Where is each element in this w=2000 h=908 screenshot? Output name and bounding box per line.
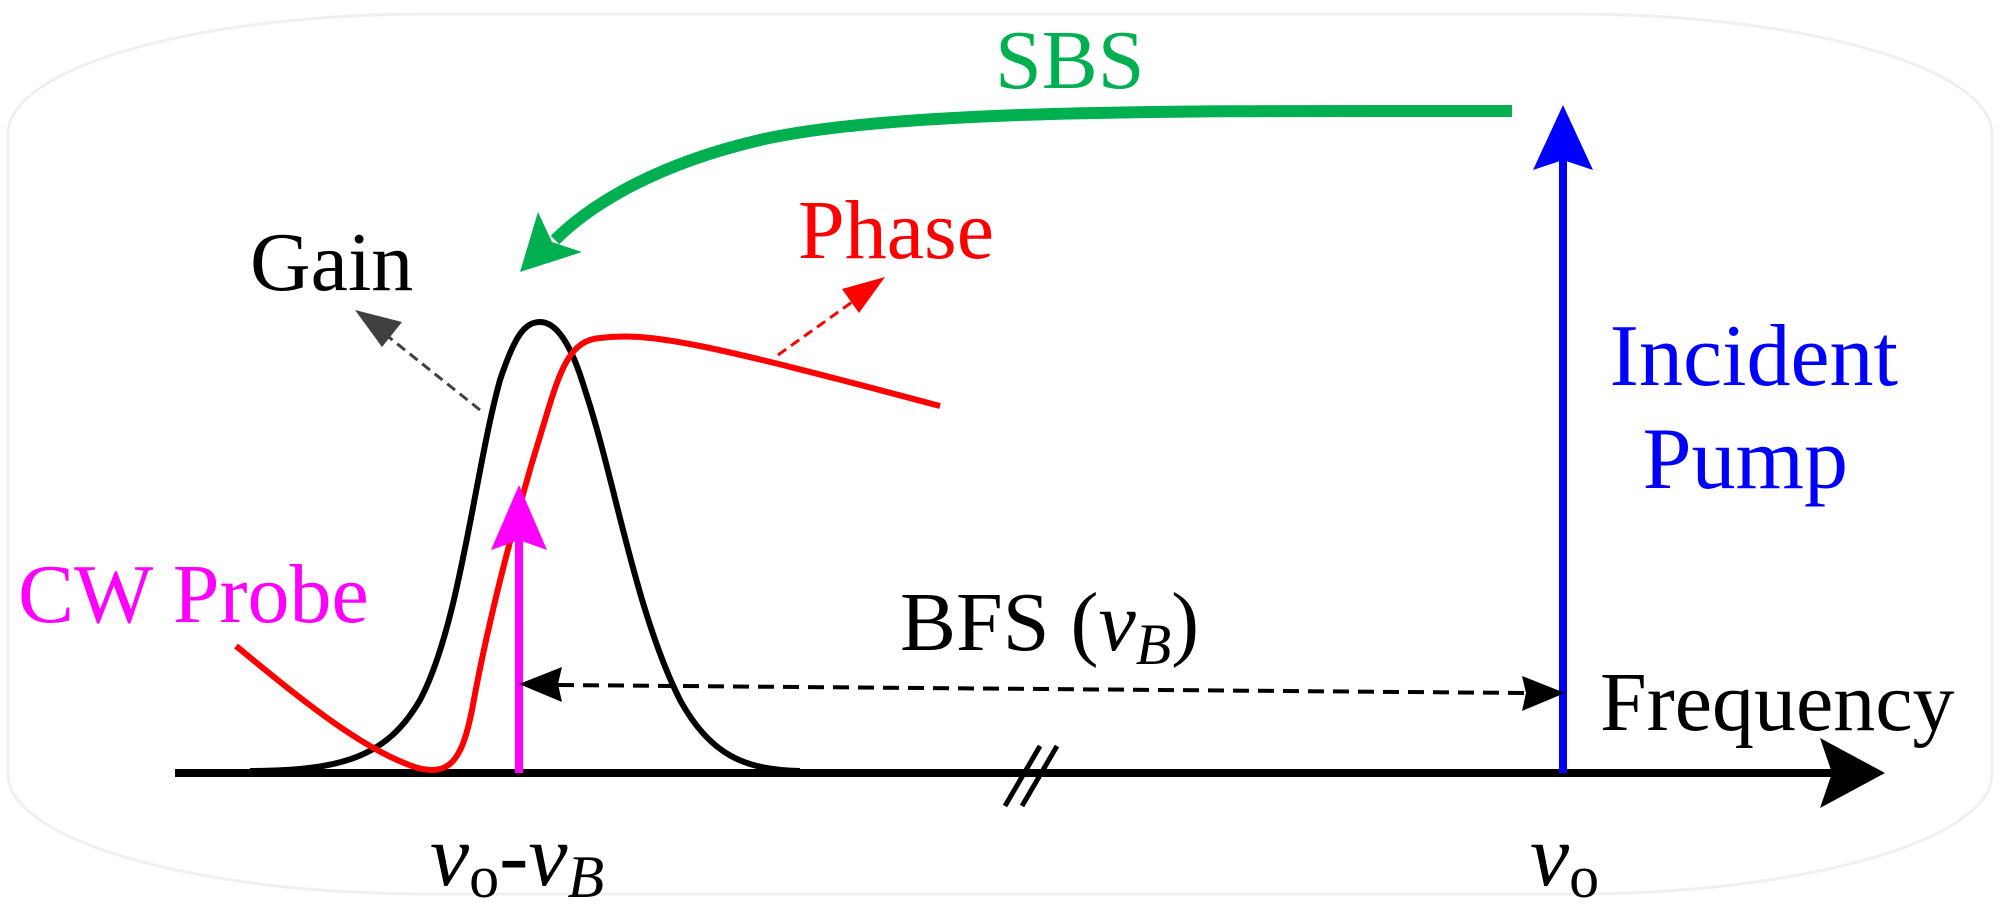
probe-arrowhead-icon	[491, 485, 547, 550]
axis-arrowhead-icon	[1820, 738, 1885, 808]
incident-pump-arrow	[1533, 105, 1593, 773]
tick-left-label: νo-νB	[430, 808, 604, 908]
bfs-left-arrowhead-icon	[519, 667, 562, 702]
pump-label: Pump	[1643, 411, 1848, 508]
bfs-nu: ν	[1098, 576, 1136, 669]
incident-label: Incident	[1610, 308, 1898, 405]
tick-right-sub: o	[1569, 844, 1599, 908]
sbs-arrow	[520, 104, 1513, 272]
gain-pointer-arrowhead-icon	[355, 310, 402, 347]
tick-right-label: νo	[1530, 808, 1599, 908]
tick-left-sub2: B	[567, 844, 604, 908]
gain-curve	[249, 318, 801, 774]
bfs-suffix: )	[1171, 576, 1199, 669]
tick-right-nu: ν	[1530, 808, 1570, 905]
tick-left-sub1: o	[469, 844, 499, 908]
phase-pointer-arrowhead-icon	[842, 277, 885, 313]
bfs-prefix: BFS (	[900, 576, 1098, 669]
bfs-label: BFS (νB)	[900, 576, 1199, 677]
phase-label: Phase	[798, 184, 994, 277]
bfs-right-arrowhead-icon	[1522, 676, 1565, 711]
cw-probe-label: CW Probe	[18, 548, 369, 641]
tick-left-dash: -	[499, 808, 528, 905]
double-slash-break-icon	[1002, 744, 1060, 808]
pump-arrowhead-icon	[1533, 105, 1593, 170]
sbs-label: SBS	[995, 14, 1144, 107]
frame	[6, 12, 1994, 896]
tick-left-nu2: ν	[528, 808, 568, 905]
frequency-label: Frequency	[1600, 656, 1955, 749]
gain-pointer	[355, 310, 481, 412]
gain-label: Gain	[250, 216, 413, 309]
bfs-sub: B	[1136, 612, 1171, 677]
tick-left-nu1: ν	[430, 808, 470, 905]
sbs-arrowhead-icon	[520, 212, 582, 272]
phase-pointer	[777, 277, 885, 357]
cw-probe-arrow	[491, 485, 547, 773]
bfs-double-arrow	[519, 667, 1565, 711]
